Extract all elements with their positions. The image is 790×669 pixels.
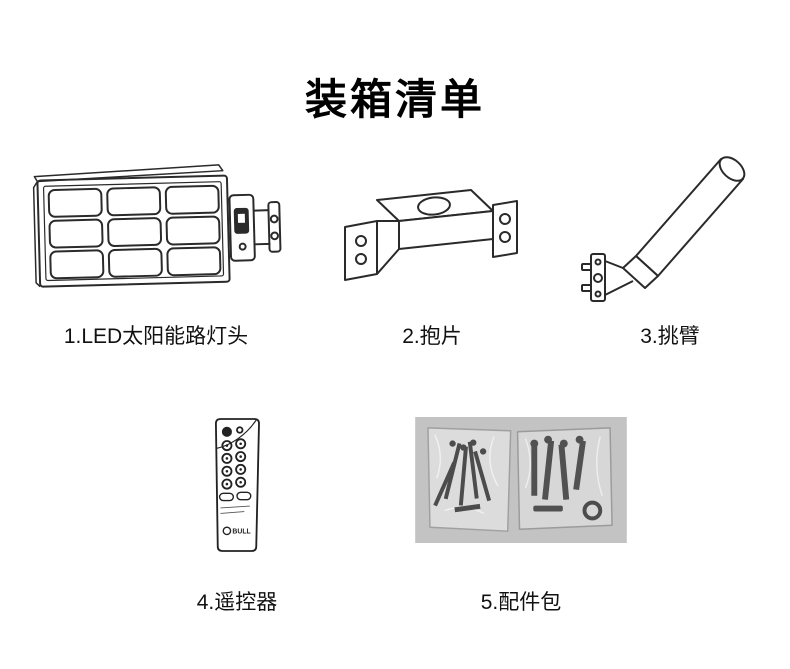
remote-brand-text: BULL (232, 529, 250, 536)
accessory-pack-photo (415, 417, 627, 543)
item-remote-control: BULL 4.遥控器 (162, 408, 312, 616)
item-arm: 3.挑臂 (570, 148, 770, 350)
item-clamp-plate: 2.抱片 (336, 160, 528, 350)
item-label-remote: 4.遥控器 (196, 591, 278, 614)
clamp-plate-art (336, 160, 528, 312)
arm-illustration (580, 156, 745, 302)
clamp-plate-illustration (344, 189, 518, 281)
page-title: 装箱清单 (304, 76, 485, 123)
item-label-arm: 3.挑臂 (640, 325, 700, 348)
item-label-clamp-plate: 2.抱片 (402, 325, 462, 348)
item-label-led-light: 1.LED太阳能路灯头 (63, 325, 249, 348)
bull-logo-icon (222, 526, 232, 536)
arm-art (570, 148, 770, 312)
led-light-illustration (32, 164, 282, 288)
led-light-art (22, 160, 290, 312)
item-accessory-pack: 5.配件包 (410, 414, 632, 616)
remote-illustration: BULL (215, 418, 260, 552)
item-led-solar-light: 1.LED太阳能路灯头 (22, 160, 290, 350)
remote-art: BULL (162, 408, 312, 562)
accessory-pack-art (410, 414, 632, 546)
item-label-accessory-pack: 5.配件包 (480, 591, 562, 614)
